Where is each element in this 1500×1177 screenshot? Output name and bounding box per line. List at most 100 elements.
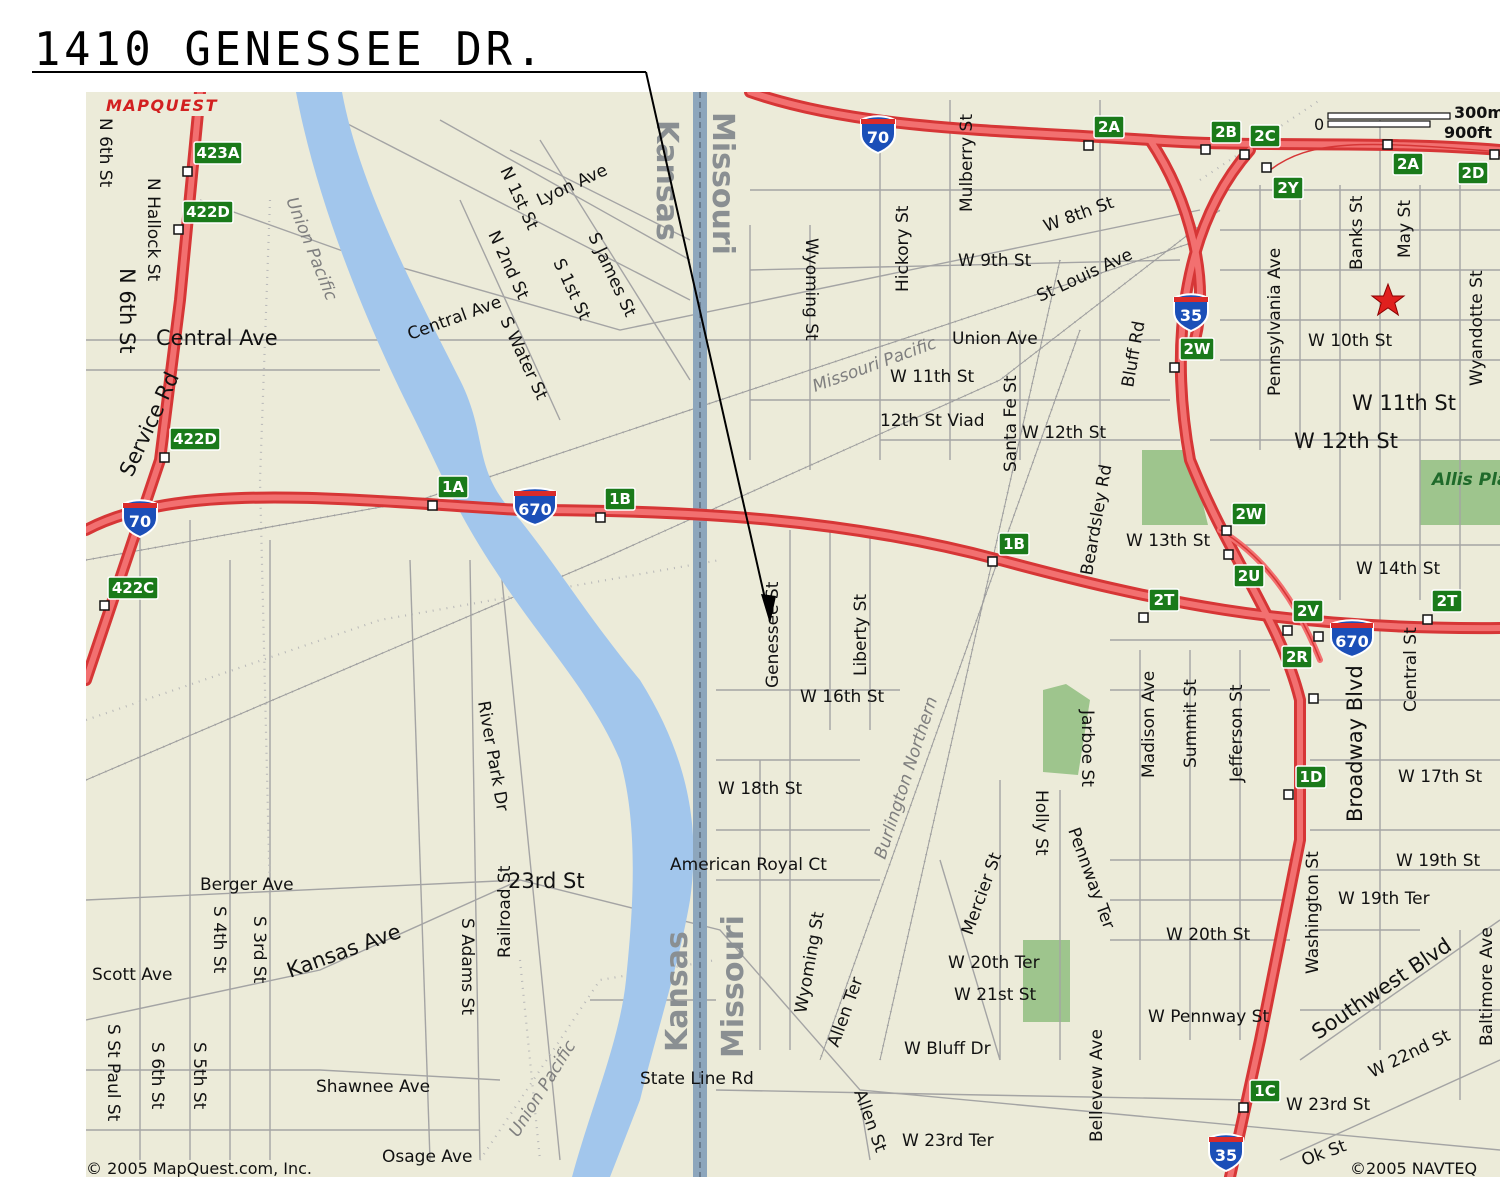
state-label-missouri-south: Missouri [716,915,751,1058]
svg-text:N 6th St: N 6th St [95,118,115,188]
exit-sign-2a: 2A [1093,115,1125,139]
svg-text:N 6th St: N 6th St [115,268,139,354]
exit-sign-1c: 1C [1249,1079,1281,1103]
svg-text:Shawnee Ave: Shawnee Ave [316,1077,430,1097]
exit-sign-2w-north: 2W [1179,337,1215,361]
svg-text:23rd St: 23rd St [508,869,585,893]
svg-text:900ft: 900ft [1444,123,1492,142]
svg-text:0: 0 [1314,115,1324,134]
i35-shield-north: 35 [1173,293,1209,333]
state-label-missouri-north: Missouri [705,112,740,255]
svg-text:2A: 2A [1098,118,1120,136]
exit-sign-2a-east: 2A [1392,152,1424,176]
svg-text:May St: May St [1395,200,1415,258]
svg-text:W 23rd St: W 23rd St [1286,1095,1371,1115]
state-label-kansas-south: Kansas [660,931,695,1052]
svg-text:W 9th St: W 9th St [958,251,1032,271]
missouri-river [296,92,694,1177]
exit-sign-2t-east: 2T [1431,589,1463,613]
svg-text:2W: 2W [1184,340,1211,358]
map-canvas[interactable]: 423A 422D 422D 422C 1A 1B 1B 2A 2B 2C 2A… [86,92,1500,1177]
address-title: 1410 GENESSEE DR. [34,22,546,76]
svg-text:Wyoming St: Wyoming St [801,238,821,341]
svg-text:Scott Ave: Scott Ave [92,965,172,985]
svg-text:Central Ave: Central Ave [156,326,278,350]
svg-text:Railroad St: Railroad St [495,865,515,958]
svg-text:S 5th St: S 5th St [189,1042,209,1110]
exit-sign-1b-east: 1B [998,532,1030,556]
svg-text:35: 35 [1215,1146,1237,1165]
street-label-genessee: Genessee St [763,581,783,688]
exit-sign-422d: 422D [182,200,234,224]
svg-text:70: 70 [129,512,151,531]
svg-text:Berger Ave: Berger Ave [200,875,294,895]
svg-text:W 17th St: W 17th St [1398,767,1482,787]
railroad-lines [86,99,1321,1161]
exit-sign-423a: 423A [193,141,243,165]
svg-text:Washington St: Washington St [1303,851,1323,974]
address-annotation: 1410 GENESSEE DR. [0,0,1500,92]
svg-text:Banks St: Banks St [1347,195,1367,270]
svg-text:W Pennway St: W Pennway St [1148,1007,1269,1027]
svg-text:1C: 1C [1254,1082,1275,1100]
exit-sign-2r: 2R [1281,645,1313,669]
exit-signs: 423A 422D 422D 422C 1A 1B 1B 2A 2B 2C 2A… [107,115,1489,1103]
exit-sign-2u: 2U [1233,564,1265,588]
svg-text:W 12th St: W 12th St [1294,429,1398,453]
i670-shield-west: 670 [513,487,557,527]
exit-sign-2b: 2B [1210,120,1242,144]
copyright-navteq: ©2005 NAVTEQ [1350,1159,1477,1177]
svg-text:W 21st St: W 21st St [954,985,1037,1005]
svg-text:S 3rd St: S 3rd St [249,916,269,984]
svg-text:70: 70 [867,128,889,147]
exit-sign-422c: 422C [107,576,159,600]
svg-text:State Line Rd: State Line Rd [640,1069,754,1089]
svg-text:MAPQUEST: MAPQUEST [106,96,218,115]
exit-sign-2y: 2Y [1272,176,1304,200]
svg-text:W 19th Ter: W 19th Ter [1338,889,1430,909]
svg-text:Jefferson St: Jefferson St [1227,684,1247,783]
exit-sign-1a: 1A [437,475,469,499]
svg-text:W 18th St: W 18th St [718,779,802,799]
i35-shield-south: 35 [1208,1133,1244,1173]
i70-shield-east: 70 [860,115,896,155]
svg-text:Holly St: Holly St [1031,790,1051,856]
svg-text:1D: 1D [1300,768,1323,786]
exit-sign-1b-west: 1B [604,487,636,511]
svg-text:2Y: 2Y [1277,179,1299,197]
svg-text:2D: 2D [1462,164,1485,182]
svg-text:670: 670 [1335,632,1368,651]
destination-star-icon[interactable] [1370,282,1406,317]
interstate-shields: 70 70 670 670 35 35 [122,115,1374,1173]
exit-sign-2d: 2D [1457,161,1489,185]
svg-text:2C: 2C [1254,127,1275,145]
svg-text:Pennsylvania Ave: Pennsylvania Ave [1265,248,1285,396]
svg-text:2U: 2U [1238,567,1261,585]
svg-text:423A: 423A [197,144,240,162]
svg-text:S Adams St: S Adams St [457,918,477,1015]
svg-text:Santa Fe St: Santa Fe St [1001,375,1021,472]
interchange-nodes [99,139,1500,1113]
svg-text:2T: 2T [1437,592,1458,610]
state-label-kansas-north: Kansas [649,120,684,241]
svg-text:Osage Ave: Osage Ave [382,1147,472,1167]
svg-text:Union Ave: Union Ave [952,329,1038,349]
svg-text:2R: 2R [1286,648,1308,666]
svg-text:35: 35 [1180,306,1202,325]
svg-text:Wyandotte St: Wyandotte St [1467,270,1487,386]
svg-text:W 20th St: W 20th St [1166,925,1250,945]
title-underline [32,71,646,73]
svg-text:W 19th St: W 19th St [1396,851,1480,871]
svg-text:Central St: Central St [1401,627,1421,712]
svg-text:422C: 422C [112,579,154,597]
svg-text:2T: 2T [1154,591,1175,609]
svg-text:W 16th St: W 16th St [800,687,884,707]
svg-text:W 20th Ter: W 20th Ter [948,953,1040,973]
map-view[interactable]: 423A 422D 422D 422C 1A 1B 1B 2A 2B 2C 2A… [86,92,1500,1177]
svg-text:Jarboe St: Jarboe St [1077,709,1097,787]
svg-text:2B: 2B [1215,123,1237,141]
svg-text:1B: 1B [609,490,631,508]
exit-sign-2c: 2C [1249,124,1281,148]
svg-text:2A: 2A [1397,155,1419,173]
svg-text:300m: 300m [1454,103,1500,122]
